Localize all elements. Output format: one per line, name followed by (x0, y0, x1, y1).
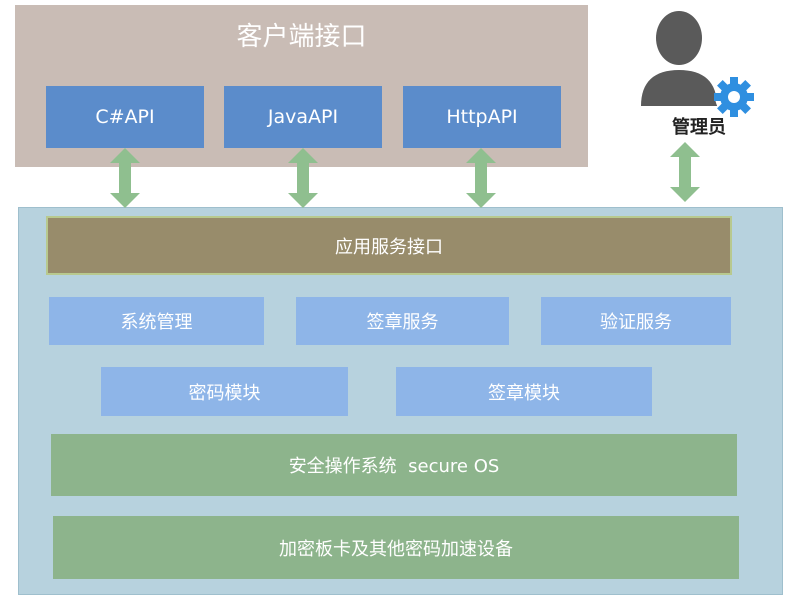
api-box-csharp: C#API (46, 86, 204, 148)
double-arrow-icon (466, 148, 496, 208)
double-arrow-icon (670, 142, 700, 202)
gear-icon (714, 77, 754, 117)
module-crypto: 密码模块 (101, 367, 348, 416)
admin-label: 管理员 (672, 117, 726, 138)
api-box-java: JavaAPI (224, 86, 382, 148)
module-signature-service: 签章服务 (296, 297, 509, 345)
module-signature: 签章模块 (396, 367, 652, 416)
double-arrow-icon (288, 148, 318, 208)
double-arrow-icon (110, 148, 140, 208)
hardware-layer: 加密板卡及其他密码加速设备 (53, 516, 739, 579)
client-interface-title: 客户端接口 (236, 21, 367, 52)
api-box-http: HttpAPI (403, 86, 561, 148)
secure-os-layer: 安全操作系统 secure OS (51, 434, 737, 496)
admin-icon (636, 10, 766, 120)
app-service-interface: 应用服务接口 (46, 216, 732, 275)
module-system-management: 系统管理 (49, 297, 264, 345)
module-verification-service: 验证服务 (541, 297, 731, 345)
